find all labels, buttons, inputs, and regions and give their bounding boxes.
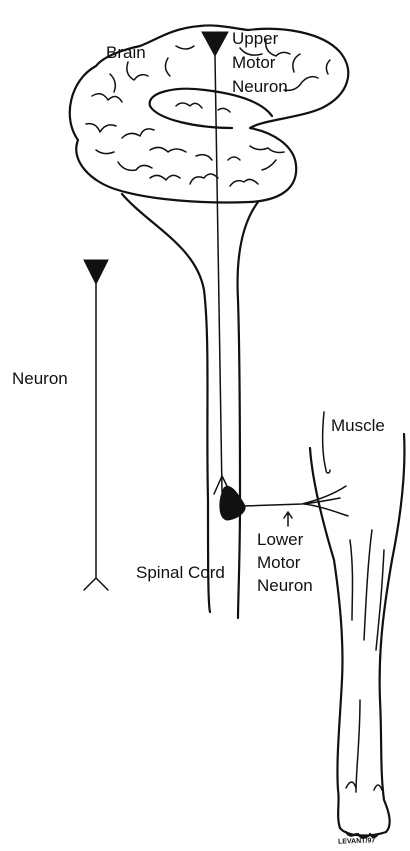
spinal-cord-label: Spinal Cord	[136, 562, 225, 583]
upper-motor-neuron-axon	[215, 56, 222, 492]
upper-motor-neuron-label-line-3: Neuron	[232, 76, 288, 97]
muscle-pointer	[323, 412, 330, 473]
neuron-label: Neuron	[12, 368, 68, 389]
lower-motor-neuron-label-line-3: Neuron	[257, 575, 313, 596]
foot-outline	[340, 828, 386, 838]
leg-outline-right	[380, 434, 405, 832]
muscle-label: Muscle	[331, 415, 385, 436]
leg-muscle-contours	[346, 530, 384, 792]
leg-outline-left	[310, 448, 343, 828]
artist-signature: LEVANT/97	[338, 837, 375, 845]
neuron-terminal	[84, 578, 108, 590]
neuron-soma	[84, 260, 108, 284]
brainstem-left-edge	[122, 194, 210, 612]
upper-motor-neuron-label-line-1: Upper	[232, 28, 278, 49]
lower-motor-neuron-arrow	[284, 512, 292, 526]
lower-motor-neuron-label-line-1: Lower	[257, 529, 303, 550]
upper-motor-neuron-label-line-2: Motor	[232, 52, 275, 73]
lower-motor-neuron-axon	[244, 486, 348, 516]
brainstem-right-edge	[238, 202, 258, 618]
lower-motor-neuron-soma	[220, 486, 245, 520]
brain-label: Brain	[106, 42, 146, 63]
upper-motor-neuron-soma	[202, 32, 228, 56]
lower-motor-neuron-label-line-2: Motor	[257, 552, 300, 573]
